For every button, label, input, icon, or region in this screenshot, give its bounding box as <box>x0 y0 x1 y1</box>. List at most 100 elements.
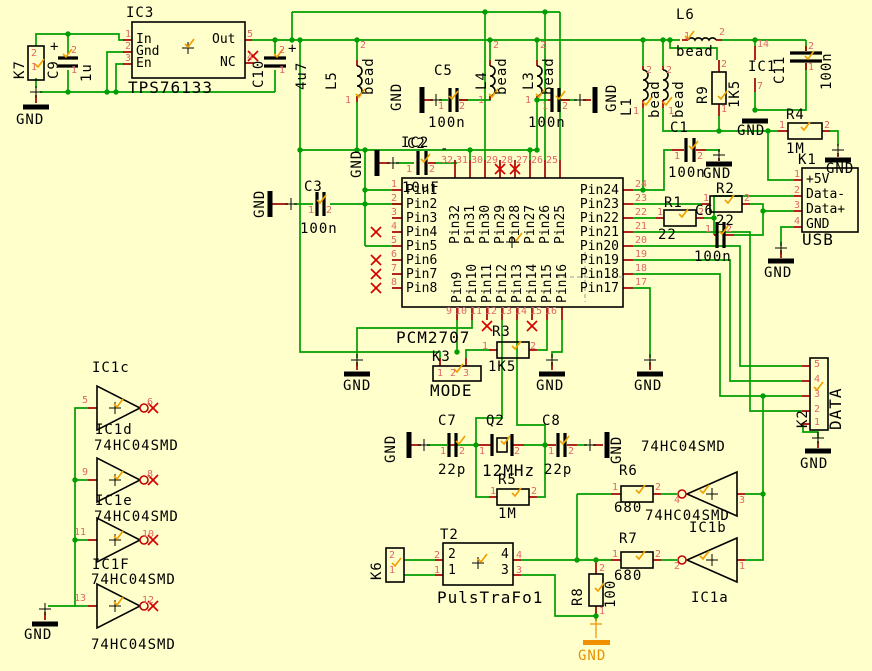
ic1b-part: 74HC04SMD <box>641 439 726 455</box>
c6-value: 100n <box>694 249 732 265</box>
ic1-part: 74HC04SMD <box>91 637 176 653</box>
pin-number: 1 <box>739 561 746 572</box>
pin-number: 6 <box>147 397 154 408</box>
pin-number: 12 <box>142 595 155 606</box>
r7-name: R7 <box>619 531 638 547</box>
pin-number: 14 <box>515 306 528 317</box>
pin-number: 2 <box>599 563 606 574</box>
pin-number: 24 <box>635 179 648 190</box>
c5-name: C5 <box>434 63 453 79</box>
schematic-label: Pin12 <box>495 263 510 303</box>
pin-number: 1 <box>542 101 549 112</box>
gnd-label: GND <box>24 627 53 643</box>
pin-number: 5 <box>247 29 254 40</box>
pin-number: 2 <box>698 207 705 218</box>
pin-number: 22 <box>635 207 648 218</box>
pin-number: 3 <box>125 53 132 64</box>
ic1c-name: IC1c <box>92 360 130 376</box>
gnd-cross-highlighted <box>590 618 602 638</box>
pin-number: 23 <box>635 193 648 204</box>
r2-body <box>709 195 743 213</box>
c4-value: 100n <box>528 115 566 131</box>
l5-value: bead <box>361 57 377 95</box>
gnd-label: GND <box>604 83 620 112</box>
l4-coil <box>489 65 496 97</box>
pin-number: 20 <box>635 235 648 246</box>
ic2-value: PCM2707 <box>396 328 471 347</box>
pin-number: 2 <box>389 550 396 561</box>
pin-number: 1 <box>814 417 821 428</box>
r6-value: 680 <box>614 500 643 516</box>
schematic-label: Pin7 <box>406 267 438 282</box>
k6-connector-body <box>385 547 405 583</box>
pin-number: 4 <box>247 52 254 63</box>
pin-number: 13 <box>74 593 87 604</box>
schematic-label: Pin1 <box>406 183 438 198</box>
pin-number: 27 <box>516 155 529 166</box>
pin-number: 1 <box>548 446 555 457</box>
gnd-label: GND <box>343 378 372 394</box>
pin-number: 2 <box>646 65 653 76</box>
ic1b-name: IC1b <box>689 520 727 536</box>
pin-number: 28 <box>501 155 514 166</box>
component-outlines <box>27 21 859 630</box>
l5-name: L5 <box>324 71 340 90</box>
pin-number: 16 <box>545 306 558 317</box>
selection-crosshair <box>556 252 623 302</box>
schematic-label: Pin10 <box>465 263 480 303</box>
l2-coil <box>662 69 669 101</box>
pin-number: 10 <box>455 306 468 317</box>
pin-number: 2 <box>674 561 681 572</box>
c6-name: C6 <box>695 203 714 219</box>
ic1b-part2: 74HC04SMD <box>645 508 730 524</box>
schematic-label: Pin30 <box>478 204 493 244</box>
schematic-label: Pin13 <box>510 263 525 303</box>
r2-value: 22 <box>716 213 735 229</box>
capacitor-plates <box>58 51 822 457</box>
c8-value: 22p <box>544 462 573 478</box>
r9-value: 1K5 <box>727 79 743 108</box>
pin-number: 2 <box>429 164 436 175</box>
inverter-bubbles <box>139 403 687 611</box>
schematic-label: Pin21 <box>579 225 619 240</box>
origin-crosses <box>29 41 845 638</box>
c3-value: 100n <box>300 221 338 237</box>
pin-number: 1 <box>345 95 352 106</box>
pin-number: 15 <box>530 306 543 317</box>
pin-number: 4 <box>794 216 801 227</box>
pin-number: 5 <box>82 395 89 406</box>
pin-number: 1 <box>478 95 485 106</box>
schematic-label: Pin28 <box>508 204 523 244</box>
pin-number: 2 <box>530 341 537 352</box>
pin-number: 26 <box>531 155 544 166</box>
junction-dots <box>65 9 771 619</box>
gnd-label: GND <box>609 435 625 464</box>
pin-number: 1 <box>482 341 489 352</box>
pin-number: 1 <box>308 205 315 216</box>
pin-number: 2 <box>434 550 441 561</box>
pin-number: 2 <box>326 205 333 216</box>
pin-number: 1 <box>438 101 445 112</box>
pin-number: 14 <box>757 39 770 50</box>
schematic-label: Pin4 <box>406 225 438 240</box>
schematic-label: Pin27 <box>523 204 538 244</box>
l1-coil <box>642 69 649 101</box>
ic1a-name: IC1a <box>691 590 729 606</box>
schematic-label: Pin8 <box>406 281 438 296</box>
r8-name: R8 <box>570 587 586 606</box>
pin-number: 2 <box>814 404 821 415</box>
k1-value: USB <box>802 230 834 249</box>
gnd-bar-highlighted <box>583 640 610 645</box>
pin-number: 2 <box>697 151 704 162</box>
gnd-label-highlighted: GND <box>578 648 607 664</box>
schematic-label: Pin15 <box>540 263 555 303</box>
pin-number: 9 <box>82 467 89 478</box>
pin-number: 12 <box>485 306 498 317</box>
pin-number: 2 <box>450 368 457 379</box>
schematic-label: Pin31 <box>463 204 478 244</box>
schematic-label: 4 <box>501 547 509 562</box>
r8-body <box>588 573 604 607</box>
schematic-label: Pin25 <box>553 204 568 244</box>
